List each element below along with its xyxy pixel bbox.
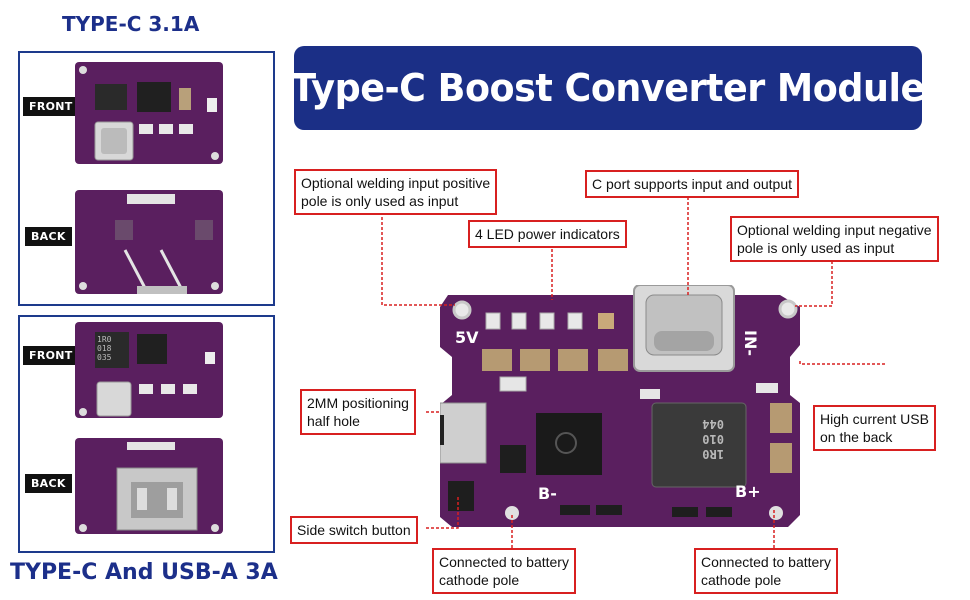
thumb-front-inductor-text: 1R0 018 035 <box>97 335 112 362</box>
silk-b-minus: B- <box>538 484 557 503</box>
back-label: BACK <box>25 227 72 246</box>
variant-title-bottom: TYPE-C And USB-A 3A <box>10 560 278 585</box>
thumb-front-typec <box>75 62 223 164</box>
callout-positive-weld-line2: pole is only used as input <box>301 193 459 209</box>
callout-half-hole-line1: 2MM positioning <box>307 395 409 411</box>
front-label-2: FRONT <box>23 346 79 365</box>
callout-side-switch-text: Side switch button <box>297 522 411 538</box>
callout-battery-left-line1: Connected to battery <box>439 554 569 570</box>
silk-5v: 5V <box>455 328 479 347</box>
callout-positive-weld: Optional welding input positive pole is … <box>294 169 498 215</box>
callout-negative-weld-line1: Optional welding input negative <box>737 222 932 238</box>
front-label: FRONT <box>23 97 79 116</box>
inductor-marking: 1R0 010 044 <box>702 417 724 461</box>
silk-b-plus: B+ <box>735 482 761 501</box>
title-banner: Type-C Boost Converter Module <box>291 46 925 130</box>
callout-side-switch: Side switch button <box>290 516 418 544</box>
callout-battery-left: Connected to battery cathode pole <box>432 548 576 594</box>
callout-negative-weld-line2: pole is only used as input <box>737 240 895 256</box>
callout-usb-back: High current USB on the back <box>813 405 936 451</box>
callout-half-hole-line2: half hole <box>307 413 360 429</box>
callout-led: 4 LED power indicators <box>468 220 627 248</box>
callout-half-hole: 2MM positioning half hole <box>300 389 416 435</box>
thumb-front-typec-usba <box>75 322 223 418</box>
callout-c-port: C port supports input and output <box>585 170 800 198</box>
callout-positive-weld-line1: Optional welding input positive <box>301 175 491 191</box>
thumb-back-typec-usba <box>75 438 223 534</box>
main-board <box>440 285 800 527</box>
callout-led-text: 4 LED power indicators <box>475 226 620 242</box>
back-label-2: BACK <box>25 474 72 493</box>
variant-title-top: TYPE-C 3.1A <box>62 12 200 36</box>
callout-usb-back-line1: High current USB <box>820 411 929 427</box>
banner-title: Type-C Boost Converter Module <box>291 66 925 110</box>
callout-usb-back-line2: on the back <box>820 429 893 445</box>
silk-in-minus: IN- <box>741 330 760 356</box>
callout-battery-right-line1: Connected to battery <box>701 554 831 570</box>
callout-battery-right: Connected to battery cathode pole <box>694 548 838 594</box>
callout-c-port-text: C port supports input and output <box>592 176 793 192</box>
callout-battery-left-line2: cathode pole <box>439 572 520 588</box>
callout-battery-right-line2: cathode pole <box>701 572 782 588</box>
thumb-back-typec <box>75 190 223 294</box>
callout-negative-weld: Optional welding input negative pole is … <box>730 216 939 262</box>
